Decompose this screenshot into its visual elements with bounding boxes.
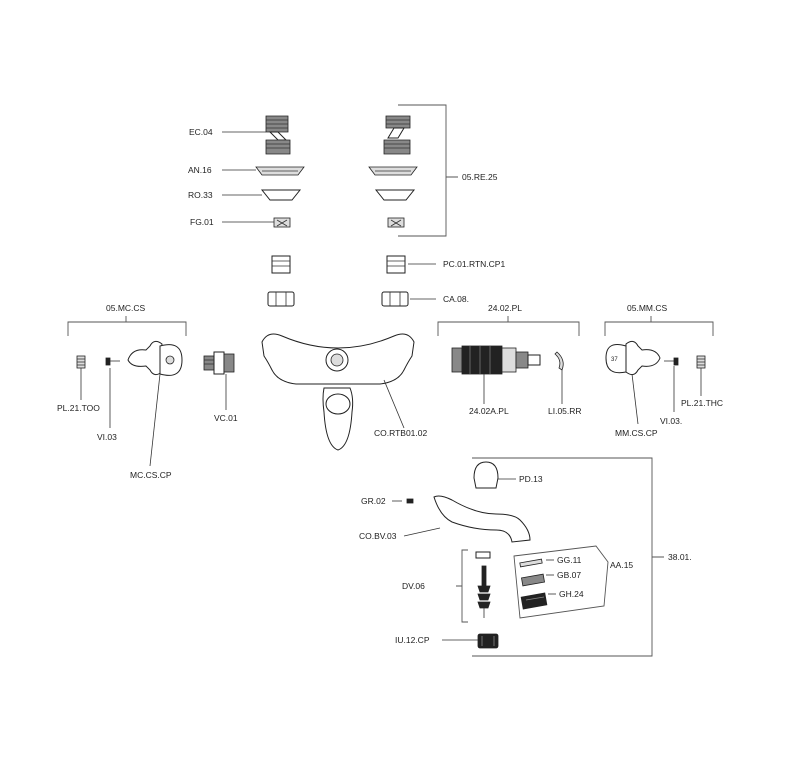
bracket-3801	[472, 457, 664, 657]
label-iu12: IU.12.CP	[395, 635, 430, 645]
part-cobv-spout	[433, 495, 531, 543]
part-gh24	[520, 592, 548, 610]
handle-mark: 37	[611, 357, 618, 363]
label-gr02: GR.02	[361, 496, 386, 506]
part-dv06	[475, 551, 491, 618]
label-gg11: GG.11	[557, 555, 582, 565]
label-mccs-group: 05.MC.CS	[106, 303, 146, 313]
label-pd13: PD.13	[519, 474, 543, 484]
label-3801: 38.01.	[668, 552, 692, 562]
label-corth: CO.RTB01.02	[374, 428, 428, 438]
label-an16: AN.16	[188, 165, 212, 175]
label-mccscp: MC.CS.CP	[130, 470, 172, 480]
part-fg01-right	[387, 217, 405, 228]
part-pc01-left	[271, 255, 291, 274]
label-gb07: GB.07	[557, 570, 581, 580]
part-vi03	[105, 357, 120, 366]
part-vi03-right	[664, 357, 679, 366]
label-2402-group: 24.02.PL	[488, 303, 522, 313]
leader-corth	[383, 379, 405, 429]
label-dv06: DV.06	[402, 581, 425, 591]
label-ca08: CA.08.	[443, 294, 469, 304]
label-pl21thc: PL.21.THC	[681, 398, 723, 408]
part-ec04-left	[265, 115, 291, 155]
part-an16-left	[255, 166, 305, 176]
label-li05: LI.05.RR	[548, 406, 582, 416]
part-pl21thc	[696, 355, 706, 369]
part-ro33-right	[374, 189, 416, 201]
bracket-2402	[437, 316, 580, 336]
part-li05	[554, 351, 564, 371]
part-main-body	[261, 333, 415, 451]
label-vi03-right: VI.03.	[660, 416, 682, 426]
label-pc01: PC.01.RTN.CP1	[443, 259, 505, 269]
label-aa15: AA.15	[610, 560, 633, 570]
part-pc01-right	[386, 255, 406, 274]
bracket-dv06	[456, 549, 468, 623]
part-gb07	[521, 573, 545, 587]
part-fg01-left	[273, 217, 291, 228]
label-vi03: VI.03	[97, 432, 117, 442]
part-gr02	[406, 498, 414, 504]
label-2402a: 24.02A.PL	[469, 406, 509, 416]
part-iu12	[477, 633, 499, 649]
label-fg01: FG.01	[190, 217, 214, 227]
part-ca08-left	[267, 291, 295, 307]
label-ec04: EC.04	[189, 127, 213, 137]
part-ec04-right	[383, 115, 411, 155]
part-ro33-left	[260, 189, 302, 201]
bracket-re25	[398, 104, 458, 237]
leader-mccscp	[149, 373, 161, 467]
part-ca08-right	[381, 291, 409, 307]
part-2402a-cartridge	[451, 345, 541, 375]
label-mmcscp: MM.CS.CP	[615, 428, 658, 438]
bracket-mccs	[67, 316, 187, 336]
part-mccscp-handle	[127, 340, 183, 376]
part-vc01	[203, 351, 235, 375]
label-pl21too: PL.21.TOO	[57, 403, 100, 413]
part-pl21too	[76, 355, 86, 369]
label-vc01: VC.01	[214, 413, 238, 423]
bracket-mmcs	[604, 316, 714, 336]
bracket-aa15	[513, 545, 609, 619]
part-gg11	[519, 558, 543, 568]
label-mmcs-group: 05.MM.CS	[627, 303, 667, 313]
label-ro33: RO.33	[188, 190, 213, 200]
part-mmcscp-handle: 37	[605, 340, 661, 376]
part-pd13	[473, 461, 499, 489]
part-an16-right	[368, 166, 418, 176]
leader-mmcscp	[631, 373, 639, 425]
leader-cobv	[403, 527, 441, 537]
label-cobv: CO.BV.03	[359, 531, 397, 541]
label-re25: 05.RE.25	[462, 172, 498, 182]
label-gh24: GH.24	[559, 589, 584, 599]
